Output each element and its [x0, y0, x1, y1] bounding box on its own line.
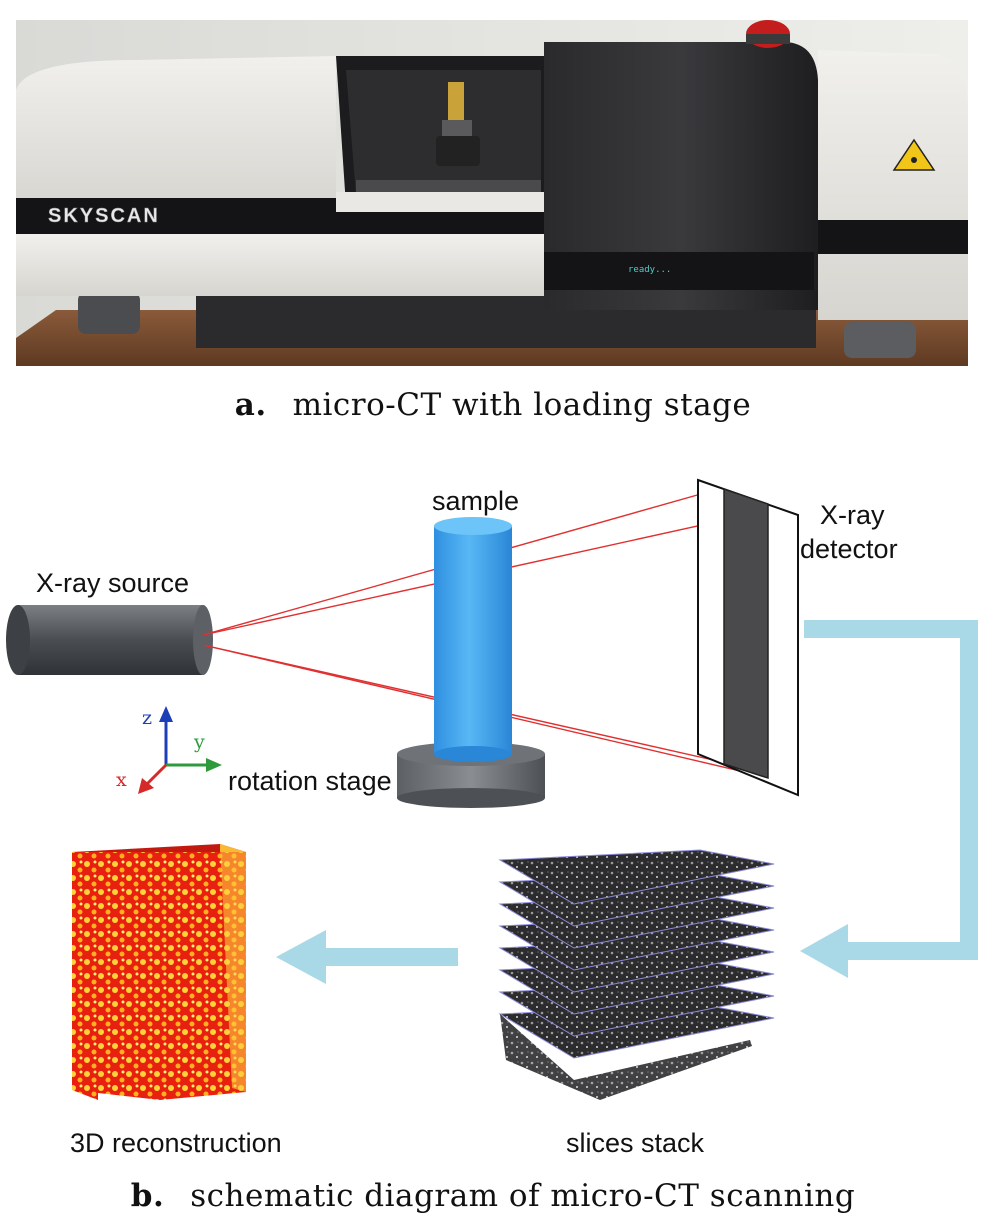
label-detector-line1: X-ray — [820, 500, 885, 530]
flow-arrow-to-reconstruction — [276, 930, 458, 984]
xray-source — [6, 605, 213, 675]
caption-b-letter: b. — [130, 1178, 165, 1214]
caption-b: b. schematic diagram of micro-CT scanning — [0, 1178, 986, 1214]
axis-z-label: z — [142, 707, 152, 729]
schematic: X-ray source sample rotation stage X-ray — [6, 478, 978, 1158]
axis-y-label: y — [193, 731, 205, 753]
brand-label: SKYSCAN — [48, 205, 160, 227]
label-rotation-stage: rotation stage — [228, 766, 392, 796]
caption-a-text: micro-CT with loading stage — [292, 387, 752, 423]
slices-stack — [498, 849, 775, 1100]
display-readout: ready... — [628, 265, 671, 275]
micro-ct-photo: SKYSCAN ready... — [16, 20, 968, 366]
caption-a-letter: a. — [234, 387, 267, 423]
axis-x-label: x — [116, 769, 127, 791]
sample-cylinder — [434, 517, 512, 762]
label-reconstruction: 3D reconstruction — [70, 1128, 282, 1158]
label-sample: sample — [432, 486, 519, 516]
label-slices: slices stack — [566, 1128, 705, 1158]
caption-a: a. micro-CT with loading stage — [0, 387, 986, 423]
label-xray-source: X-ray source — [36, 568, 189, 598]
reconstruction-volume — [72, 844, 246, 1100]
slice-layer — [498, 849, 775, 905]
label-detector-line2: detector — [800, 534, 898, 564]
xray-detector — [697, 478, 799, 797]
caption-b-text: schematic diagram of micro-CT scanning — [190, 1178, 856, 1214]
slice-stack-edge — [500, 1014, 752, 1100]
axes-indicator — [138, 706, 222, 794]
flow-arrow-to-slices — [800, 620, 978, 978]
